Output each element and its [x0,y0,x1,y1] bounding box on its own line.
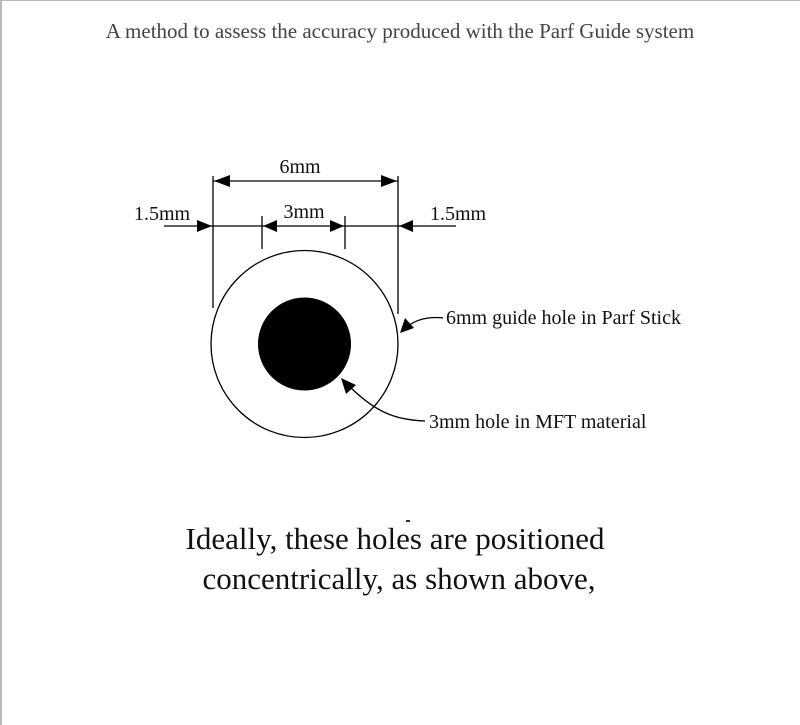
arrow-left-icon [263,220,277,232]
outer-hole-callout [400,316,444,333]
arrow-right-icon [197,220,212,232]
inner-hole-callout-label: 3mm hole in MFT material [429,411,647,433]
arrow-right-icon [381,175,397,187]
inner-dimension-label: 3mm [283,201,325,223]
caption-line-2: concentrically, as shown above, [202,561,596,596]
caption-line-1: Ideally, these holes are positioned [185,521,605,556]
outer-hole-callout-label: 6mm guide hole in Parf Stick [446,307,681,329]
right-margin-label: 1.5mm [430,203,487,225]
left-margin-label: 1.5mm [134,203,191,225]
inner-hole-callout [341,378,426,422]
arrow-icon [400,318,414,333]
arrow-left-icon [399,220,413,232]
stray-mark [406,520,410,522]
arrow-left-icon [214,175,230,187]
page-title: A method to assess the accuracy produced… [105,19,695,43]
inner-hole-circle [258,297,351,391]
arrow-icon [341,378,356,394]
outer-dimension-label: 6mm [279,156,321,178]
inner-dimension-line [164,220,456,232]
arrow-right-icon [330,220,344,232]
outer-dimension-line [213,175,398,187]
